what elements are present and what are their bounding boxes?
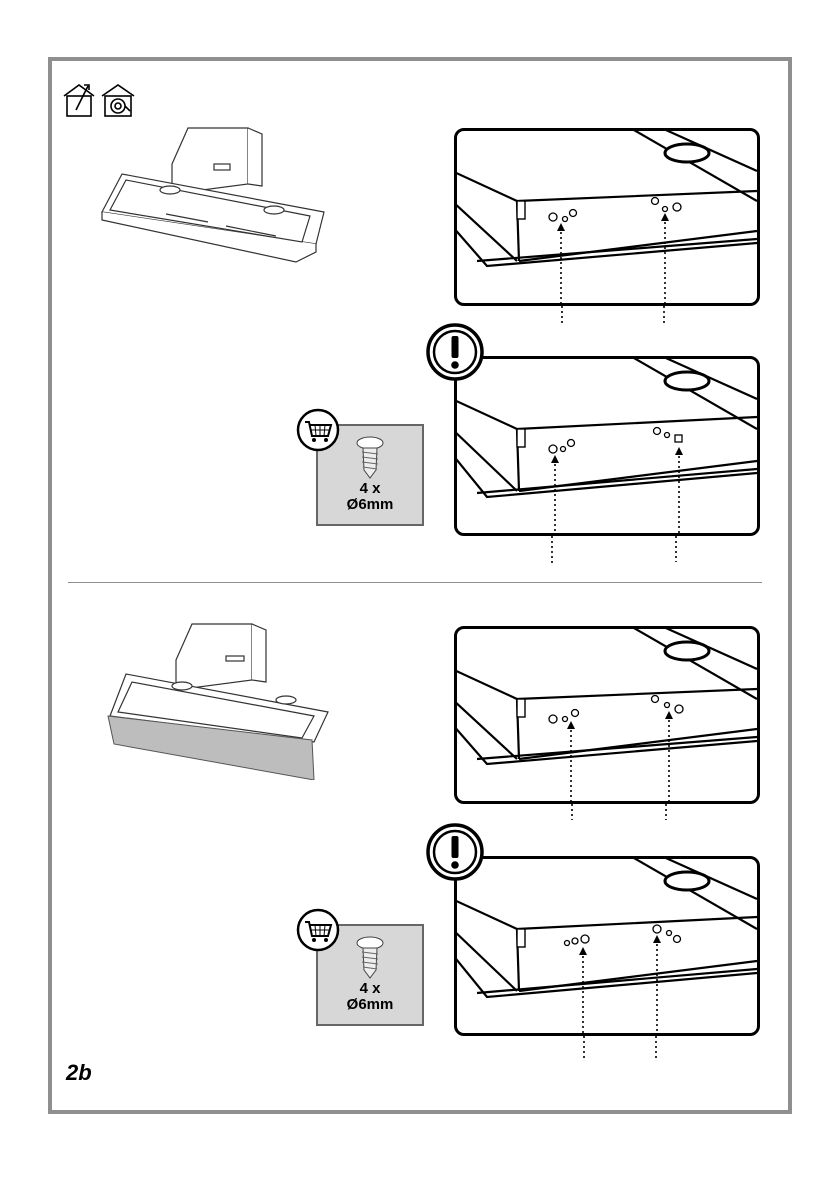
recirculation-house-icon xyxy=(102,85,134,116)
screw-icon xyxy=(352,436,388,480)
shopping-cart-icon xyxy=(296,408,340,452)
exclamation-icon xyxy=(425,822,485,882)
header-icons xyxy=(62,80,142,120)
section-divider xyxy=(68,582,762,583)
hood-illustration-bottom xyxy=(100,620,340,780)
screw-quantity: 4 x xyxy=(318,481,422,497)
detail-panel-1 xyxy=(454,128,760,306)
screw-icon xyxy=(352,936,388,980)
leader-lines-4 xyxy=(560,1036,680,1060)
ducted-house-icon xyxy=(64,85,94,116)
screw-size: Ø6mm xyxy=(318,997,422,1013)
leader-lines-1 xyxy=(540,306,680,326)
leader-lines-3 xyxy=(540,804,690,824)
detail-panel-2 xyxy=(454,356,760,536)
shopping-cart-icon xyxy=(296,908,340,952)
page-label: 2b xyxy=(66,1060,92,1086)
screw-size: Ø6mm xyxy=(318,497,422,513)
screw-quantity: 4 x xyxy=(318,981,422,997)
detail-panel-4 xyxy=(454,856,760,1036)
detail-panel-3 xyxy=(454,626,760,804)
leader-lines-2 xyxy=(540,536,690,566)
exclamation-icon xyxy=(425,322,485,382)
hood-illustration-top xyxy=(96,124,336,266)
